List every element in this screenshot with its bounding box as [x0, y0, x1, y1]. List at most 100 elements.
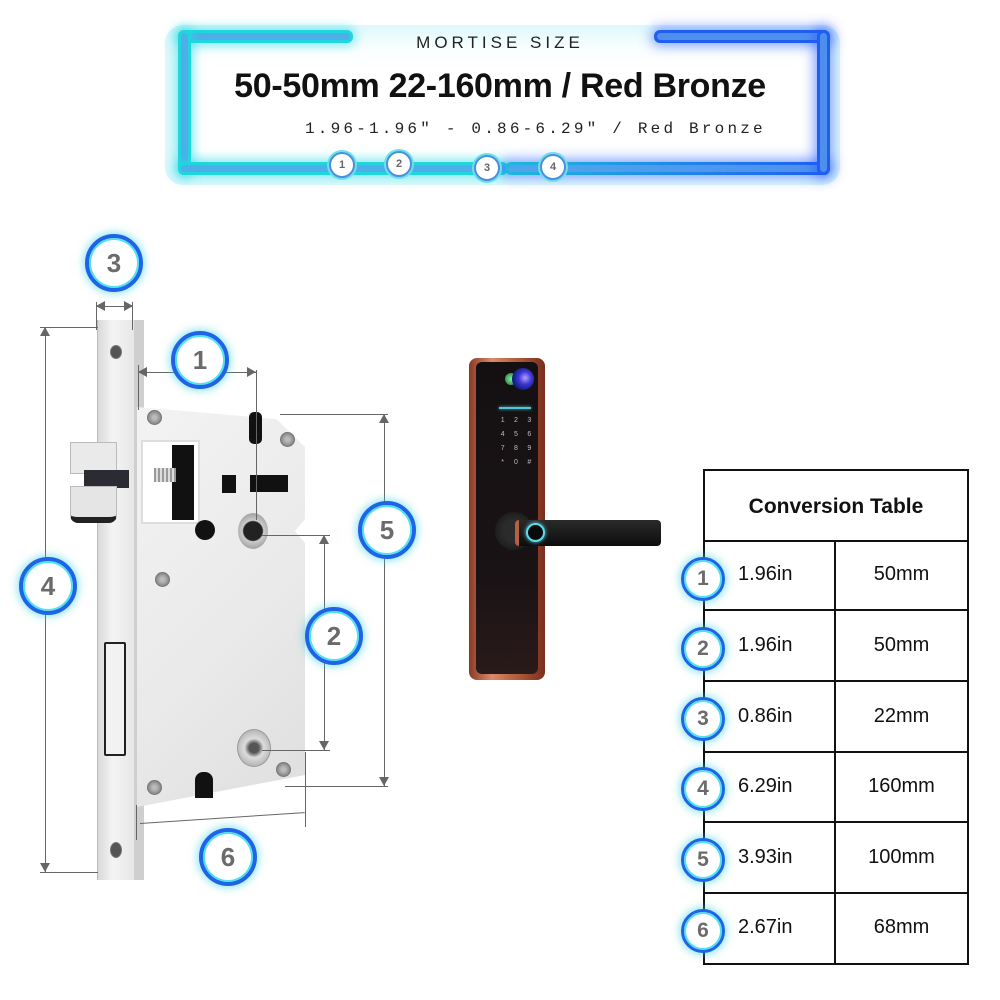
latch-bolt — [84, 470, 129, 488]
cell-inches: 0.86in — [705, 682, 836, 751]
case-screw-5 — [276, 762, 291, 777]
key-6: 6 — [527, 431, 532, 438]
frame-bottom-right — [505, 162, 830, 175]
dim2-ext-bottom — [262, 750, 330, 751]
case-screw-1 — [147, 410, 162, 425]
dim1-ext-left — [138, 365, 139, 410]
cell-inches: 1.96in — [705, 611, 836, 680]
mini-badge-4: 4 — [540, 154, 566, 180]
key-star: * — [501, 459, 505, 466]
dim4-arrow-up-icon — [40, 327, 50, 336]
page-title: 50-50mm 22-160mm / Red Bronze — [234, 67, 766, 105]
faceplate-screw-hole-top — [110, 345, 122, 359]
camera-lens-icon — [512, 368, 534, 390]
cell-mm: 50mm — [873, 563, 930, 585]
frame-left — [178, 30, 191, 175]
dim3-ext-left — [96, 302, 97, 330]
long-slot — [250, 475, 288, 492]
round-hole — [195, 520, 215, 540]
badge-2: 2 — [305, 607, 363, 665]
table-row: 2.67in 68mm — [705, 893, 967, 963]
top-slot — [249, 412, 262, 444]
table-row: 0.86in 22mm — [705, 682, 967, 753]
cell-mm: 50mm — [873, 634, 930, 656]
dim5-ext-top — [280, 414, 388, 415]
mini-badge-3: 3 — [474, 155, 500, 181]
deadbolt-slot — [104, 642, 126, 756]
table-row: 6.29in 160mm — [705, 752, 967, 823]
dim3-arrow-left-icon — [96, 301, 105, 311]
badge-6: 6 — [199, 828, 257, 886]
frame-right — [817, 30, 830, 175]
badge-1: 1 — [171, 331, 229, 389]
latch-mechanism — [172, 445, 194, 520]
key-8: 8 — [514, 445, 518, 452]
badge-5: 5 — [358, 501, 416, 559]
key-4: 4 — [500, 431, 505, 438]
dim4-ext-bottom — [40, 872, 98, 873]
latch-bottom — [70, 486, 117, 523]
badge-3: 3 — [85, 234, 143, 292]
header-kicker: MORTISE SIZE — [416, 33, 584, 52]
dim1-ext-right — [256, 370, 257, 520]
dim2-arrow-down-icon — [319, 741, 329, 750]
key-7: 7 — [500, 445, 505, 452]
mini-badge-1: 1 — [329, 152, 355, 178]
cylinder-hole — [237, 729, 271, 767]
dim4-arrow-down-icon — [40, 863, 50, 872]
key-3: 3 — [527, 417, 532, 424]
header-glow — [165, 25, 840, 185]
header-subtitle: 1.96-1.96" - 0.86-6.29" / Red Bronze — [305, 120, 766, 138]
table-row: 1.96in 50mm — [705, 540, 967, 611]
key-2: 2 — [514, 417, 518, 424]
table-row: 3.93in 100mm — [705, 823, 967, 894]
cell-mm: 22mm — [873, 705, 930, 727]
conversion-table-title: Conversion Table — [705, 471, 967, 542]
case-screw-2 — [280, 432, 295, 447]
table-badge-2: 2 — [681, 627, 725, 671]
table-row: 1.96in 50mm — [705, 611, 967, 682]
key-1: 1 — [500, 417, 505, 424]
key-hash: # — [527, 459, 532, 466]
faceplate — [97, 320, 135, 880]
cell-mm: 68mm — [873, 916, 930, 938]
cell-inches: 3.93in — [705, 823, 836, 892]
cell-inches: 1.96in — [705, 540, 836, 609]
conversion-table: Conversion Table 1.96in 50mm 1.96in 50mm… — [703, 469, 969, 965]
cell-inches: 6.29in — [705, 752, 836, 821]
frame-top-left — [178, 30, 353, 43]
key-9: 9 — [527, 445, 532, 452]
dim6-line — [139, 812, 305, 824]
key-5: 5 — [514, 431, 518, 438]
bottom-notch — [195, 772, 213, 798]
cell-inches: 2.67in — [705, 893, 836, 963]
dim2-ext-top — [262, 535, 330, 536]
spindle-hub — [238, 513, 268, 549]
dim4-ext-top — [40, 327, 98, 328]
keypad: 1 2 3 4 5 6 7 8 9 * 0 # — [496, 414, 536, 470]
dim3-arrow-right-icon — [124, 301, 133, 311]
status-led-bar — [499, 407, 531, 409]
dim5-arrow-down-icon — [379, 777, 389, 786]
faceplate-screw-hole-bottom — [110, 842, 122, 858]
dim1-arrow-left-icon — [138, 367, 147, 377]
table-badge-1: 1 — [681, 557, 725, 601]
dim6-ext-right — [305, 752, 306, 827]
table-badge-4: 4 — [681, 767, 725, 811]
latch-spring — [154, 468, 176, 482]
table-badge-3: 3 — [681, 697, 725, 741]
mini-badge-2: 2 — [386, 151, 412, 177]
dim3-ext-right — [132, 302, 133, 330]
dim3-line — [96, 306, 133, 307]
fingerprint-sensor-icon — [526, 523, 545, 542]
table-badge-5: 5 — [681, 838, 725, 882]
dim5-line — [384, 414, 385, 786]
cell-mm: 100mm — [868, 846, 935, 868]
frame-top-right — [654, 30, 830, 43]
case-screw-4 — [147, 780, 162, 795]
table-badge-6: 6 — [681, 909, 725, 953]
square-slot — [222, 475, 236, 493]
badge-4: 4 — [19, 557, 77, 615]
dim5-arrow-up-icon — [379, 414, 389, 423]
dim2-arrow-up-icon — [319, 535, 329, 544]
